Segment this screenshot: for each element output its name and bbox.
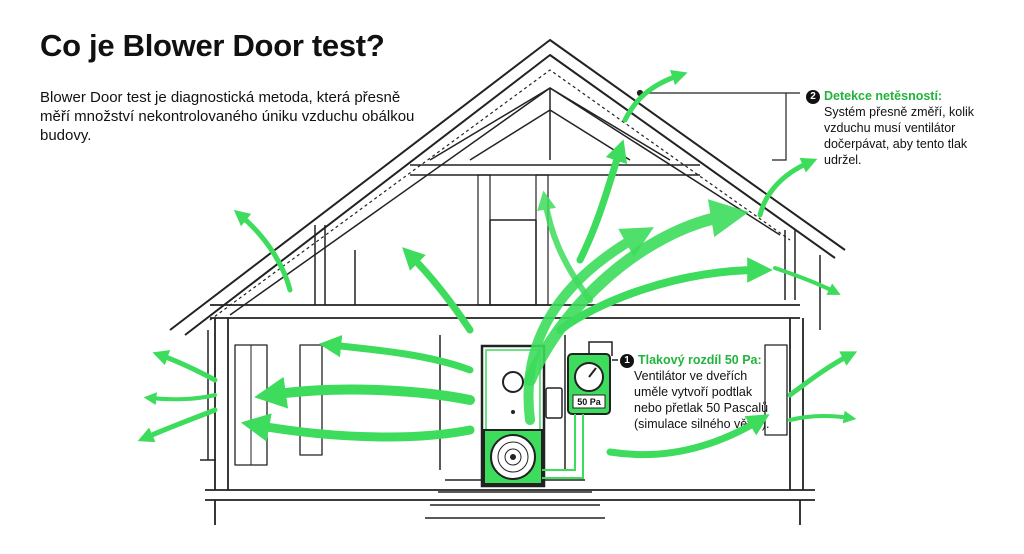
callout-leak-detection: 2 Detekce netěsností: Systém přesně změří… [806,88,1006,168]
airflow-arrows [137,69,858,459]
callout-number: 2 [806,90,820,104]
intro-text: Blower Door test je diagnostická metoda,… [40,89,415,144]
callout-heading: Detekce netěsností: [824,89,943,103]
callout-body: Systém přesně změří, kolik vzduchu musí … [824,105,975,167]
page-title: Co je Blower Door test? [40,28,385,63]
pressure-controller: 50 Pa [542,341,618,479]
house-structure [169,39,846,525]
callout-leaders [636,89,800,161]
callout-number: 1 [620,354,634,368]
callout-heading: Tlakový rozdíl 50 Pa: [638,353,762,367]
callout-pressure-difference: 1 Tlakový rozdíl 50 Pa: Ventilátor ve dve… [620,352,770,432]
callout-body: Ventilátor ve dveřích uměle vytvoří podt… [634,369,770,431]
gauge-label: 50 Pa [577,397,602,407]
blower-door [480,344,546,488]
